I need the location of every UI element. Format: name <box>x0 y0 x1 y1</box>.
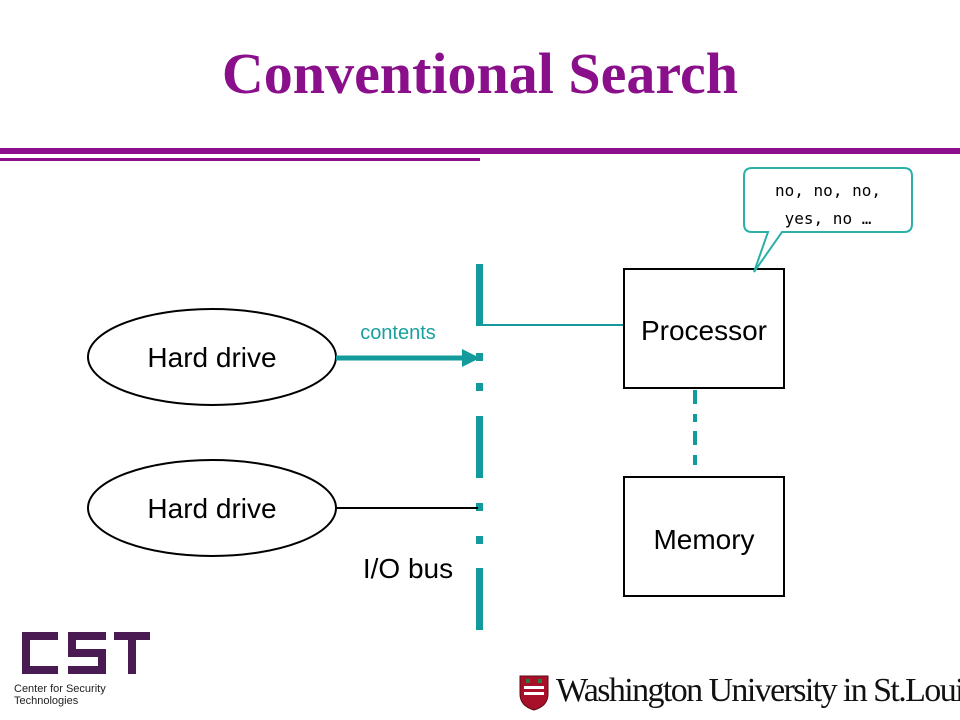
io-bus <box>476 264 483 630</box>
hard-drive-bottom-label: Hard drive <box>147 493 276 524</box>
shield-icon <box>519 675 549 711</box>
university-logo <box>519 675 549 711</box>
hard-drive-top-label: Hard drive <box>147 342 276 373</box>
title-rule-thin <box>0 158 480 161</box>
memory-box <box>623 476 785 597</box>
speech-bubble-line1: no, no, no, <box>775 181 881 200</box>
slide-title: Conventional Search <box>221 41 739 106</box>
processor-label: Processor <box>641 315 767 346</box>
memory-label: Memory <box>653 524 754 555</box>
speech-bubble <box>743 167 913 273</box>
university-name: Washington University in St.Louis <box>556 672 960 709</box>
processor-box <box>623 268 785 389</box>
memory-bus <box>693 390 697 465</box>
cst-caption: Center for Security Technologies <box>14 683 106 707</box>
contents-arrow-head <box>462 349 480 367</box>
io-bus-label: I/O bus <box>363 553 453 584</box>
cst-logo <box>22 632 150 674</box>
speech-bubble-line2: yes, no … <box>785 209 872 228</box>
contents-label: contents <box>360 322 436 344</box>
title-rule-thick <box>0 148 960 154</box>
